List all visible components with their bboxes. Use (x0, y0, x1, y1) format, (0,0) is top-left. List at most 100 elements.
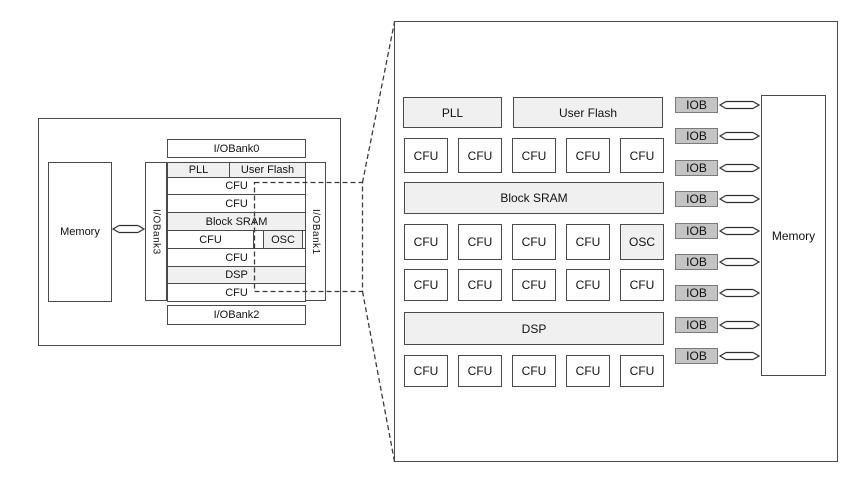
cfu-block: CFU (404, 355, 448, 387)
pll-block-left: PLL (168, 163, 230, 177)
cfu-block: CFU (458, 269, 502, 301)
iob-block-9: IOB (675, 348, 718, 364)
block-sram-block: Block SRAM (404, 182, 664, 214)
cfu-block: CFU (566, 355, 610, 387)
left-row-pll-userflash: PLL User Flash (167, 162, 306, 178)
cfu-label: CFU (413, 364, 439, 378)
iobank0-label: I/OBank0 (213, 142, 260, 155)
cfu-label: CFU (521, 278, 547, 292)
cfu-label: CFU (575, 148, 601, 163)
iob-label: IOB (686, 318, 707, 332)
iob-block-8: IOB (675, 317, 718, 333)
block-sram-label: Block SRAM (500, 191, 568, 205)
cfu-label: CFU (575, 235, 601, 249)
cfu-block: CFU (458, 138, 502, 173)
iob-block-5: IOB (675, 223, 718, 239)
memory-label-right: Memory (771, 228, 816, 243)
cfu-block: CFU (566, 269, 610, 301)
iob-label: IOB (686, 224, 707, 238)
user-flash-block: User Flash (513, 97, 663, 128)
cfu-block: CFU (458, 355, 502, 387)
memory-box-left: Memory (48, 162, 112, 302)
osc-label: OSC (628, 235, 655, 249)
dsp-label: DSP (521, 321, 547, 336)
iob-block-2: IOB (675, 128, 718, 144)
pll-label: PLL (441, 105, 464, 120)
cfu-block: CFU (512, 355, 556, 387)
cfu-label: CFU (467, 364, 493, 378)
iob-label: IOB (686, 129, 707, 143)
cfu-block: CFU (512, 269, 556, 301)
user-flash-block-left: User Flash (230, 163, 305, 177)
cfu-label: CFU (199, 233, 222, 246)
left-row-cfu-osc: CFU OSC (167, 230, 306, 249)
cfu-block: CFU (404, 224, 448, 260)
cfu-block: CFU (566, 138, 610, 173)
osc-block-left: OSC (263, 230, 303, 249)
cfu-label: CFU (575, 278, 601, 292)
cfu-block-left-5: CFU (167, 283, 306, 302)
cfu-label: CFU (467, 278, 493, 292)
cfu-label: CFU (467, 148, 493, 163)
iobank1-label: I/OBank1 (310, 208, 321, 255)
dsp-label-left: DSP (225, 269, 248, 281)
cfu-label: CFU (225, 197, 248, 210)
iob-label: IOB (686, 349, 707, 363)
cfu-label: CFU (629, 148, 655, 163)
iobank3-label: I/OBank3 (150, 208, 162, 255)
dsp-block-left: DSP (167, 266, 306, 284)
iob-label: IOB (686, 286, 707, 300)
iob-block-7: IOB (675, 285, 718, 301)
cfu-label: CFU (629, 364, 655, 378)
cfu-block: CFU (566, 224, 610, 260)
cfu-label: CFU (521, 364, 547, 378)
cfu-block: CFU (512, 138, 556, 173)
iobank0-box: I/OBank0 (167, 139, 306, 158)
osc-label-left: OSC (271, 233, 295, 246)
cfu-block-left-3: CFU (168, 231, 254, 248)
cfu-label: CFU (413, 278, 439, 292)
cfu-label: CFU (413, 235, 439, 249)
cfu-block: CFU (620, 355, 664, 387)
cfu-block: CFU (620, 138, 664, 173)
iobank3-bar: I/OBank3 (145, 162, 167, 301)
cfu-block: CFU (404, 269, 448, 301)
iobank2-box: I/OBank2 (167, 305, 306, 325)
cfu-label: CFU (225, 251, 248, 264)
zoom-connector-bottom (361, 291, 396, 462)
iob-block-6: IOB (675, 254, 718, 270)
iob-block-3: IOB (675, 160, 718, 176)
cfu-block: CFU (404, 138, 448, 173)
cfu-block-left-1: CFU (167, 177, 306, 195)
iob-label: IOB (686, 255, 707, 269)
cfu-block: CFU (458, 224, 502, 260)
iob-label: IOB (686, 192, 707, 206)
cfu-label: CFU (413, 148, 439, 163)
cfu-label: CFU (521, 235, 547, 249)
pll-label-left: PLL (188, 164, 209, 176)
osc-block: OSC (620, 224, 664, 260)
cfu-label: CFU (629, 278, 655, 292)
cfu-label: CFU (225, 180, 248, 192)
block-sram-label-left: Block SRAM (205, 215, 268, 228)
iob-block-4: IOB (675, 191, 718, 207)
pll-block: PLL (403, 97, 502, 128)
dsp-block: DSP (404, 312, 664, 345)
block-sram-left: Block SRAM (167, 212, 306, 231)
iob-label: IOB (686, 161, 707, 175)
cfu-block-left-2: CFU (167, 194, 306, 213)
zoom-connector-top (361, 21, 396, 183)
cfu-block: CFU (512, 224, 556, 260)
cfu-block-left-4: CFU (167, 248, 306, 267)
cfu-label: CFU (467, 235, 493, 249)
cfu-label: CFU (521, 148, 547, 163)
iob-block-1: IOB (675, 97, 718, 113)
iob-label: IOB (686, 98, 707, 112)
memory-label-left: Memory (60, 226, 100, 238)
cfu-block: CFU (620, 269, 664, 301)
user-flash-label: User Flash (558, 105, 617, 120)
memory-box-right: Memory (761, 95, 826, 376)
user-flash-label-left: User Flash (240, 164, 295, 176)
cfu-label: CFU (225, 286, 248, 299)
